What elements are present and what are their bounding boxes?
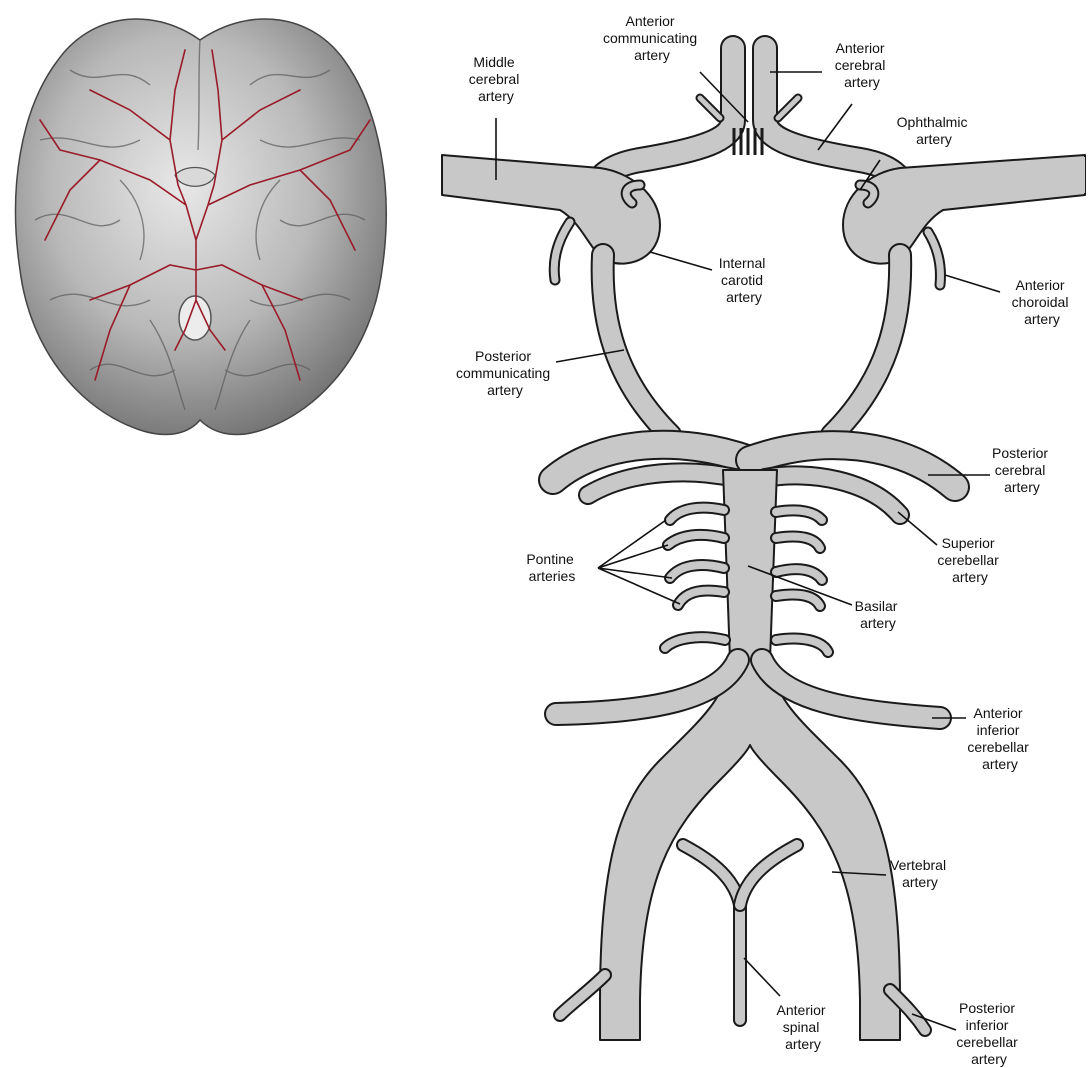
label-vertebral-artery: Vertebral artery [890, 857, 950, 890]
leader-superior-cerebellar [898, 512, 937, 545]
brain-illustration [16, 19, 387, 435]
middle-cerebral-artery-vessels [442, 155, 1085, 264]
ophthalmic-artery-vessels [626, 185, 874, 203]
label-anterior-communicating-artery: Anterior communicating artery [603, 13, 701, 63]
arterial-schematic: Anterior communicating artery Anterior c… [442, 13, 1085, 1067]
label-anterior-cerebral-artery: Anterior cerebral artery [835, 40, 889, 90]
label-posterior-cerebral-artery: Posterior cerebral artery [992, 445, 1052, 495]
leader-anterior-spinal [744, 958, 780, 996]
label-anterior-inferior-cerebellar-artery: Anterior inferior cerebellar artery [967, 705, 1032, 772]
leader-anterior-choroidal [945, 275, 1000, 292]
label-internal-carotid-artery: Internal carotid artery [719, 255, 770, 305]
label-anterior-spinal-artery: Anterior spinal artery [777, 1002, 830, 1052]
anterior-spinal-artery-vessel [683, 845, 797, 1020]
leader-pontine [598, 520, 680, 604]
label-posterior-communicating-artery: Posterior communicating artery [456, 348, 554, 398]
leader-internal-carotid [650, 252, 712, 270]
label-pontine-arteries: Pontine arteries [526, 551, 577, 584]
label-anterior-choroidal-artery: Anterior choroidal artery [1012, 277, 1073, 327]
label-superior-cerebellar-artery: Superior cerebellar artery [937, 535, 1002, 585]
basilar-artery-vessel [600, 470, 900, 1040]
label-posterior-inferior-cerebellar-artery: Posterior inferior cerebellar artery [956, 1000, 1021, 1067]
label-ophthalmic-artery: Ophthalmic artery [897, 114, 972, 147]
label-middle-cerebral-artery: Middle cerebral artery [469, 54, 523, 104]
label-basilar-artery: Basilar artery [855, 598, 902, 631]
